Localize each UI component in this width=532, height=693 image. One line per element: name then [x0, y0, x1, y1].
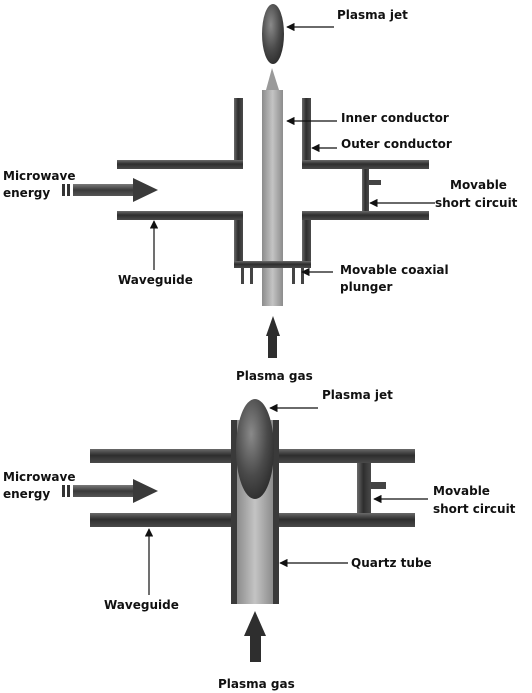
bottom-plasma-jet: [236, 399, 274, 499]
bottom-waveguide-lower-left: [90, 513, 236, 527]
bottom-plasma-jet-label: Plasma jet: [322, 388, 393, 402]
top-lower-conductor-left: [234, 216, 243, 266]
top-lower-conductor-right: [302, 216, 311, 266]
bottom-quartz-tube-wall-left: [231, 420, 237, 604]
top-plunger-label-1: Movable coaxial: [340, 263, 449, 277]
top-plunger-label-2: plunger: [340, 280, 393, 294]
top-plasma-jet: [262, 4, 284, 64]
bottom-short-circuit-label-2: short circuit: [433, 502, 516, 516]
top-waveguide-label: Waveguide: [118, 273, 193, 287]
top-waveguide-upper-right: [302, 160, 429, 169]
top-inner-conductor-label: Inner conductor: [341, 111, 449, 125]
top-inner-conductor: [262, 90, 283, 306]
top-outer-conductor-label: Outer conductor: [341, 137, 452, 151]
top-inner-conductor-tip: [266, 68, 279, 90]
top-waveguide-lower-right: [302, 211, 429, 220]
bottom-quartz-tube-label: Quartz tube: [351, 556, 432, 570]
top-plunger-leg-4: [301, 268, 304, 284]
top-plunger-leg-1: [241, 268, 244, 284]
top-microwave-label-2: energy: [3, 186, 50, 200]
bottom-microwave-arrow: [62, 479, 158, 503]
top-plunger-leg-3: [292, 268, 295, 284]
top-figure: Plasma jet Inner conductor Outer conduct…: [3, 4, 518, 383]
bottom-plasma-gas-label: Plasma gas: [218, 677, 295, 691]
bottom-plasma-gas-arrow: [244, 611, 266, 662]
top-plasma-gas-arrow: [266, 316, 280, 358]
bottom-short-circuit-bar: [357, 463, 371, 513]
top-outer-conductor-left: [234, 98, 243, 162]
top-microwave-label-1: Microwave: [3, 169, 75, 183]
bottom-short-circuit-handle: [371, 482, 386, 489]
top-plasma-gas-label: Plasma gas: [236, 369, 313, 383]
top-waveguide-lower-left: [117, 211, 243, 220]
top-plunger-plate: [234, 261, 311, 268]
bottom-microwave-label-1: Microwave: [3, 470, 75, 484]
top-waveguide-upper-left: [117, 160, 243, 169]
top-short-circuit-label-2: short circuit: [435, 196, 518, 210]
bottom-figure: Plasma jet Microwave energy Movable shor…: [3, 388, 516, 691]
top-short-circuit-bar: [362, 169, 369, 211]
bottom-waveguide-label: Waveguide: [104, 598, 179, 612]
top-short-circuit-label-1: Movable: [450, 178, 507, 192]
bottom-waveguide-upper-right: [275, 449, 415, 463]
bottom-short-circuit-label-1: Movable: [433, 484, 490, 498]
top-plunger-leg-2: [250, 268, 253, 284]
top-microwave-arrow: [62, 178, 158, 202]
bottom-quartz-tube-wall-right: [273, 420, 279, 604]
top-short-circuit-handle: [369, 180, 381, 185]
bottom-microwave-label-2: energy: [3, 487, 50, 501]
top-outer-conductor-right: [302, 98, 311, 162]
bottom-waveguide-lower-right: [275, 513, 415, 527]
top-plasma-jet-label: Plasma jet: [337, 8, 408, 22]
bottom-waveguide-upper-left: [90, 449, 236, 463]
